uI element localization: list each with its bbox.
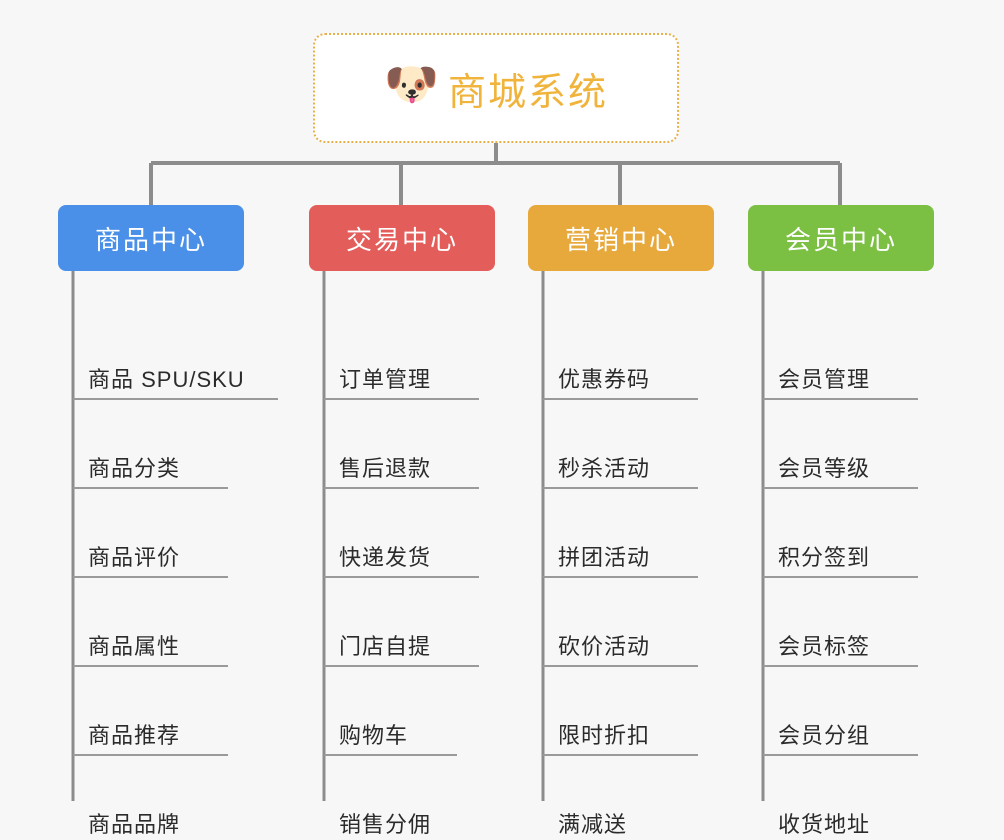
leaf-item[interactable]: 商品推荐 [58,667,308,756]
leaf-underline [73,754,228,756]
leaf-label: 满减送 [558,812,628,837]
leaf-label: 销售分佣 [339,812,432,837]
leaf-item[interactable]: 积分签到 [748,489,998,578]
leaf-underline [763,487,918,489]
leaf-underline [324,398,479,400]
leaf-label: 秒杀活动 [558,456,651,481]
leaf-underline [543,487,698,489]
leaf-item[interactable]: 售后退款 [309,400,559,489]
leaf-label: 商品评价 [88,545,181,570]
leaf-label: 砍价活动 [558,634,651,659]
leaf-label: 商品 SPU/SKU [88,367,245,392]
leaf-label: 收货地址 [778,812,871,837]
leaf-item[interactable]: 商品属性 [58,578,308,667]
leaf-underline [543,576,698,578]
leaf-underline [73,487,228,489]
leaf-underline [73,665,228,667]
leaf-underline [543,398,698,400]
leaf-label: 售后退款 [339,456,432,481]
leaf-item[interactable]: 门店自提 [309,578,559,667]
leaf-list-1: 商品 SPU/SKU 商品分类 商品评价 商品属性 商品推荐 商品品牌 [58,311,308,840]
leaf-label: 会员等级 [778,456,871,481]
leaf-label: 订单管理 [339,367,432,392]
leaf-label: 优惠券码 [558,367,651,392]
leaf-item[interactable]: 销售分佣 [309,756,559,840]
root-title: 商城系统 [447,71,608,114]
category-column-4: 会员中心 会员管理 会员等级 积分签到 会员标签 会员分组 [748,205,998,840]
category-header-4[interactable]: 会员中心 [748,205,934,271]
leaf-item[interactable]: 砍价活动 [528,578,778,667]
category-column-2: 交易中心 订单管理 售后退款 快递发货 门店自提 购物车 [309,205,559,840]
leaf-underline [543,754,698,756]
leaf-item[interactable]: 购物车 [309,667,559,756]
leaf-underline [73,398,278,400]
category-header-label: 会员中心 [784,224,897,255]
leaf-list-2: 订单管理 售后退款 快递发货 门店自提 购物车 销售分佣 [309,311,559,840]
category-header-label: 营销中心 [564,224,677,255]
leaf-underline [324,576,479,578]
leaf-label: 商品品牌 [88,812,181,837]
leaf-underline [543,665,698,667]
leaf-item[interactable]: 商品评价 [58,489,308,578]
leaf-list-3: 优惠券码 秒杀活动 拼团活动 砍价活动 限时折扣 满减送 [528,311,778,840]
leaf-underline [324,665,479,667]
leaf-item[interactable]: 快递发货 [309,489,559,578]
leaf-underline [324,487,479,489]
leaf-label: 商品属性 [88,634,181,659]
category-header-label: 交易中心 [345,224,458,255]
leaf-item[interactable]: 商品 SPU/SKU [58,311,308,400]
category-column-1: 商品中心 商品 SPU/SKU 商品分类 商品评价 商品属性 商品推荐 [58,205,308,840]
leaf-label: 会员标签 [778,634,871,659]
leaf-item[interactable]: 会员等级 [748,400,998,489]
leaf-label: 商品分类 [88,456,181,481]
leaf-label: 商品推荐 [88,723,181,748]
leaf-item[interactable]: 商品分类 [58,400,308,489]
dog-face-icon: 🐶 [383,60,439,109]
leaf-item[interactable]: 订单管理 [309,311,559,400]
leaf-list-4: 会员管理 会员等级 积分签到 会员标签 会员分组 收货地址 [748,311,998,840]
leaf-item[interactable]: 会员标签 [748,578,998,667]
leaf-item[interactable]: 会员管理 [748,311,998,400]
leaf-label: 积分签到 [778,545,871,570]
leaf-label: 快递发货 [339,545,432,570]
category-column-3: 营销中心 优惠券码 秒杀活动 拼团活动 砍价活动 限时折扣 [528,205,778,840]
leaf-item[interactable]: 商品品牌 [58,756,308,840]
root-node[interactable]: 🐶 商城系统 [313,33,679,143]
leaf-label: 购物车 [339,723,409,748]
leaf-item[interactable]: 优惠券码 [528,311,778,400]
category-header-label: 商品中心 [94,224,207,255]
leaf-underline [763,398,918,400]
leaf-underline [73,576,228,578]
leaf-item[interactable]: 收货地址 [748,756,998,840]
leaf-underline [763,665,918,667]
leaf-label: 会员分组 [778,723,871,748]
category-header-1[interactable]: 商品中心 [58,205,244,271]
category-header-2[interactable]: 交易中心 [309,205,495,271]
leaf-item[interactable]: 会员分组 [748,667,998,756]
leaf-item[interactable]: 满减送 [528,756,778,840]
leaf-underline [324,754,457,756]
leaf-label: 会员管理 [778,367,871,392]
leaf-underline [763,754,918,756]
leaf-underline [763,576,918,578]
leaf-label: 门店自提 [339,634,432,659]
leaf-item[interactable]: 限时折扣 [528,667,778,756]
leaf-label: 拼团活动 [558,545,651,570]
category-header-3[interactable]: 营销中心 [528,205,714,271]
leaf-item[interactable]: 秒杀活动 [528,400,778,489]
leaf-item[interactable]: 拼团活动 [528,489,778,578]
leaf-label: 限时折扣 [558,723,651,748]
